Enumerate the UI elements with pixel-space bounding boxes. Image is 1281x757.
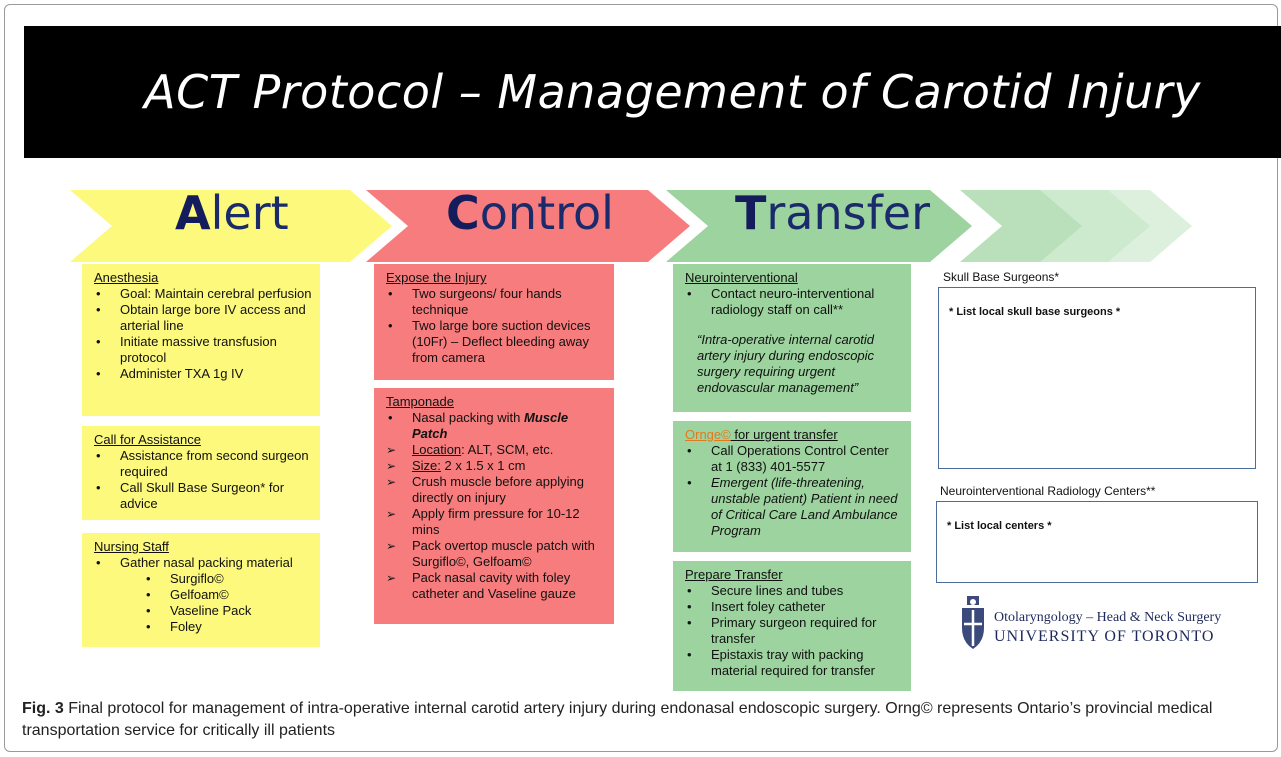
tamponade-list: Nasal packing with Muscle Patch Location… [386,410,606,602]
list-item: Size: 2 x 1.5 x 1 cm [386,458,606,474]
packing-emphasis: Muscle Patch [412,410,569,441]
list-item: Administer TXA 1g IV [94,366,312,382]
control-chevron [366,190,690,262]
sub-list-item: Vaseline Pack [94,603,312,619]
packing-text: Nasal packing with [412,410,524,425]
nursing-staff-list: Gather nasal packing material Surgiflo© … [94,555,312,635]
tamponade-box: Tamponade Nasal packing with Muscle Patc… [374,388,614,624]
skull-base-list-box: * List local skull base surgeons * [938,287,1256,469]
figure-frame [4,4,1278,752]
uoft-logo: Otolaryngology – Head & Neck Surgery UNI… [958,594,1248,654]
prepare-transfer-heading: Prepare Transfer [685,567,783,582]
ornge-brand: Ornge© [685,427,731,442]
call-assistance-heading: Call for Assistance [94,432,201,447]
neurointerventional-list: Contact neuro-interventional radiology s… [685,286,903,318]
neuro-centers-list-box: * List local centers * [936,501,1258,583]
list-item: Gather nasal packing material [94,555,312,571]
phase-alert-label: Alert [175,190,289,236]
anesthesia-heading: Anesthesia [94,270,159,285]
ornge-list: Call Operations Control Center at 1 (833… [685,443,903,539]
phase-transfer-rest: ransfer [766,186,931,240]
figure-caption: Fig. 3 Final protocol for management of … [22,698,1262,742]
list-item: Goal: Maintain cerebral perfusion [94,286,312,302]
size-text: 2 x 1.5 x 1 cm [440,458,526,473]
sub-list-item: Foley [94,619,312,635]
arrow-tail-2 [1040,190,1152,262]
phase-alert-rest: lert [210,186,289,240]
phase-transfer-initial: T [735,186,767,240]
list-item: Initiate massive transfusion protocol [94,334,312,366]
list-item: Primary surgeon required for transfer [685,615,903,647]
list-item: Emergent (life-threatening, unstable pat… [685,475,903,539]
phase-control-initial: C [446,186,480,240]
arrow-tail-3 [1108,190,1192,262]
expose-injury-box: Expose the Injury Two surgeons/ four han… [374,264,614,380]
figure-label: Fig. 3 [22,700,64,717]
phase-transfer-label: Transfer [735,190,930,236]
list-item: Insert foley catheter [685,599,903,615]
caption-text: Final protocol for management of intra-o… [22,700,1213,739]
list-item: Two large bore suction devices (10Fr) – … [386,318,606,366]
alert-chevron [70,190,392,262]
skull-base-heading: Skull Base Surgeons* [943,270,1060,284]
expose-injury-list: Two surgeons/ four hands technique Two l… [386,286,606,366]
transfer-chevron [666,190,972,262]
list-item: Call Operations Control Center at 1 (833… [685,443,903,475]
tamponade-heading: Tamponade [386,394,454,409]
skull-base-placeholder: * List local skull base surgeons * [949,306,1121,318]
neurointerventional-heading: Neurointerventional [685,270,798,285]
neurointerventional-box: Neurointerventional Contact neuro-interv… [673,264,911,412]
phase-control-label: Control [446,190,614,236]
page-title: ACT Protocol – Management of Carotid Inj… [144,65,1201,119]
nursing-staff-heading: Nursing Staff [94,539,169,554]
expose-injury-heading: Expose the Injury [386,270,487,285]
prepare-transfer-list: Secure lines and tubes Insert foley cath… [685,583,903,679]
list-item: Nasal packing with Muscle Patch [386,410,606,442]
ornge-heading-text: for urgent transfer [730,427,838,442]
neuro-centers-placeholder: * List local centers * [947,520,1052,532]
list-item: Location: ALT, SCM, etc. [386,442,606,458]
location-label: Location [412,442,462,457]
location-text: : ALT, SCM, etc. [461,442,554,457]
phase-alert-initial: A [175,186,211,240]
anesthesia-list: Goal: Maintain cerebral perfusion Obtain… [94,286,312,382]
neuro-centers-heading: Neurointerventional Radiology Centers** [940,484,1156,498]
arrow-tail-1 [960,190,1092,262]
list-item: Contact neuro-interventional radiology s… [685,286,903,318]
department-name: Otolaryngology – Head & Neck Surgery [994,610,1222,625]
university-crest-icon [962,596,984,649]
list-item: Call Skull Base Surgeon* for advice [94,480,312,512]
list-item: Apply firm pressure for 10-12 mins [386,506,606,538]
indication-quote: “Intra-operative internal carotid artery… [697,332,875,395]
list-item: Crush muscle before applying directly on… [386,474,606,506]
anesthesia-box: Anesthesia Goal: Maintain cerebral perfu… [82,264,320,416]
list-item: Secure lines and tubes [685,583,903,599]
ornge-heading: Ornge© for urgent transfer [685,427,903,443]
ornge-box: Ornge© for urgent transfer Call Operatio… [673,421,911,552]
university-name: UNIVERSITY OF TORONTO [994,628,1215,645]
call-assistance-list: Assistance from second surgeon required … [94,448,312,512]
list-item: Epistaxis tray with packing material req… [685,647,903,679]
prepare-transfer-box: Prepare Transfer Secure lines and tubes … [673,561,911,691]
sub-list-item: Gelfoam© [94,587,312,603]
title-banner: ACT Protocol – Management of Carotid Inj… [24,26,1281,158]
call-assistance-box: Call for Assistance Assistance from seco… [82,426,320,520]
sub-list-item: Surgiflo© [94,571,312,587]
list-item: Assistance from second surgeon required [94,448,312,480]
list-item: Pack overtop muscle patch with Surgiflo©… [386,538,606,570]
size-label: Size: [412,458,441,473]
list-item: Obtain large bore IV access and arterial… [94,302,312,334]
phase-control-rest: ontrol [479,186,614,240]
list-item: Pack nasal cavity with foley catheter an… [386,570,606,602]
list-item: Two surgeons/ four hands technique [386,286,606,318]
nursing-staff-box: Nursing Staff Gather nasal packing mater… [82,533,320,647]
